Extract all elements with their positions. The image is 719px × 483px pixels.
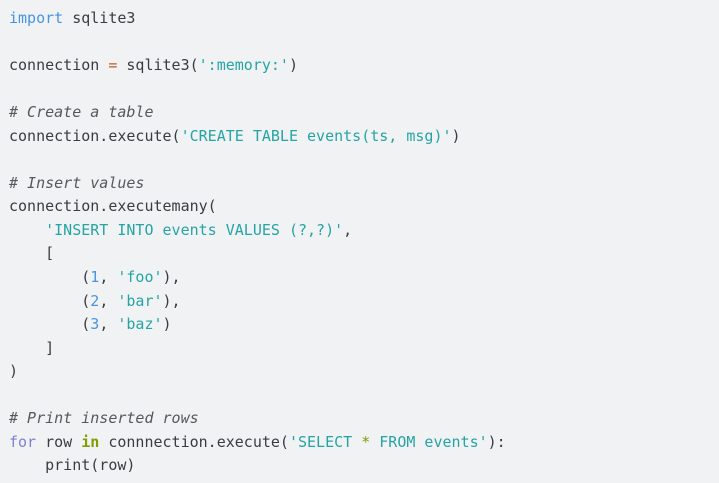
code-line: print(row) <box>9 454 709 478</box>
token-number: 1 <box>90 268 100 287</box>
code-line <box>9 31 709 55</box>
token-string: FROM events' <box>370 432 488 451</box>
token-plain: ) <box>162 315 172 334</box>
token-keyword-namespace: import <box>9 9 64 27</box>
token-plain: , <box>99 268 118 287</box>
token-plain: ), <box>162 268 181 287</box>
token-plain: ): <box>487 432 506 451</box>
token-plain: , <box>99 315 118 334</box>
code-line <box>9 148 709 172</box>
token-plain: , <box>99 291 118 310</box>
code-line: connection.executemany( <box>9 195 709 219</box>
token-plain: ) <box>451 126 461 145</box>
code-line: connection.execute('CREATE TABLE events(… <box>9 125 709 149</box>
code-line: for row in connnection.execute('SELECT *… <box>9 431 709 455</box>
token-plain: ( <box>9 291 91 310</box>
token-string-operator: * <box>361 432 371 451</box>
token-plain: sqlite3 <box>63 9 136 27</box>
code-line: (3, 'baz') <box>9 313 709 337</box>
token-plain: , <box>343 220 353 239</box>
token-string: 'SELECT <box>288 432 362 451</box>
token-comment: # Create a table <box>9 103 154 122</box>
token-string: 'foo' <box>117 268 163 287</box>
token-comment: # Insert values <box>9 173 145 192</box>
token-string: ':memory:' <box>198 56 289 75</box>
code-line: ) <box>9 360 709 384</box>
code-line: import sqlite3 <box>9 7 709 31</box>
token-number: 2 <box>90 291 100 310</box>
token-string: 'bar' <box>117 291 163 310</box>
code-line: ] <box>9 337 709 361</box>
token-operator-word: in <box>81 432 100 451</box>
token-number: 3 <box>90 315 100 334</box>
token-plain: connection.executemany( <box>9 197 217 216</box>
token-plain: connection <box>9 56 109 75</box>
token-plain: ( <box>9 315 91 334</box>
token-plain: ] <box>9 338 55 357</box>
token-string: 'INSERT INTO events VALUES (?,?)' <box>45 220 344 239</box>
code-line: # Print inserted rows <box>9 407 709 431</box>
code-line: # Create a table <box>9 101 709 125</box>
token-plain: row <box>36 432 82 451</box>
token-operator: = <box>108 56 118 75</box>
token-comment: # Print inserted rows <box>9 409 199 428</box>
code-line <box>9 384 709 408</box>
token-plain: print(row) <box>9 456 136 475</box>
token-plain: connnection.execute( <box>99 432 289 451</box>
token-keyword: for <box>9 432 37 451</box>
token-string: 'CREATE TABLE events(ts, msg)' <box>180 126 452 145</box>
token-plain <box>9 221 45 239</box>
token-plain: ) <box>9 362 19 381</box>
token-plain: ) <box>288 56 298 75</box>
code-line: [ <box>9 242 709 266</box>
code-line: 'INSERT INTO events VALUES (?,?)', <box>9 219 709 243</box>
token-plain: sqlite3( <box>117 56 199 75</box>
code-line: connection = sqlite3(':memory:') <box>9 54 709 78</box>
code-line: (2, 'bar'), <box>9 290 709 314</box>
token-plain: connection.execute( <box>9 126 181 145</box>
token-plain: ), <box>162 291 181 310</box>
code-line: # Insert values <box>9 172 709 196</box>
token-string: 'baz' <box>117 315 163 334</box>
code-line <box>9 78 709 102</box>
code-line: (1, 'foo'), <box>9 266 709 290</box>
token-plain: [ <box>9 244 55 263</box>
token-plain: ( <box>9 268 91 287</box>
